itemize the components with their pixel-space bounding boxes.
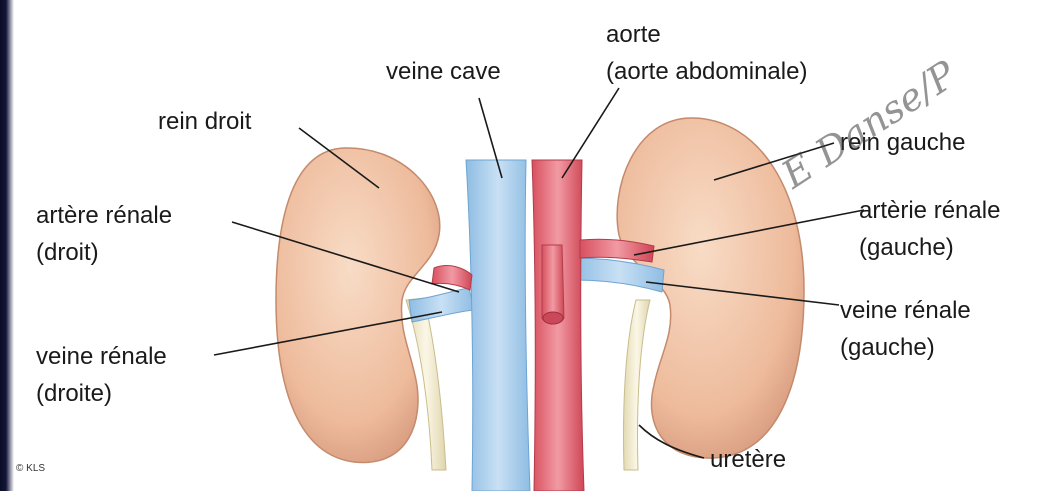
left-ureter xyxy=(624,300,651,470)
diagram-panel: aorte (aorte abdominale) veine cave rein… xyxy=(14,0,1043,491)
label-droite: (droite) xyxy=(36,379,112,409)
aorta xyxy=(532,160,584,491)
label-gauche-veine: (gauche) xyxy=(840,333,935,363)
leader-aorte xyxy=(562,88,619,178)
label-aorte-abdominale: (aorte abdominale) xyxy=(606,57,807,87)
label-veine-cave: veine cave xyxy=(386,57,501,87)
copyright-mark: © KLS xyxy=(16,463,45,474)
label-uretere: uretère xyxy=(710,445,786,475)
label-droit: (droit) xyxy=(36,238,99,268)
label-artere-renale-droit: artère rénale xyxy=(36,201,172,231)
label-veine-renale-gauche: veine rénale xyxy=(840,296,971,326)
vena-cava xyxy=(466,160,530,491)
label-veine-renale-droite: veine rénale xyxy=(36,342,167,372)
label-gauche-artere: (gauche) xyxy=(859,233,954,263)
label-rein-droit: rein droit xyxy=(158,107,251,137)
label-arterie-renale-gauche: artèrie rénale xyxy=(859,196,1000,226)
label-aorte: aorte xyxy=(606,20,661,50)
